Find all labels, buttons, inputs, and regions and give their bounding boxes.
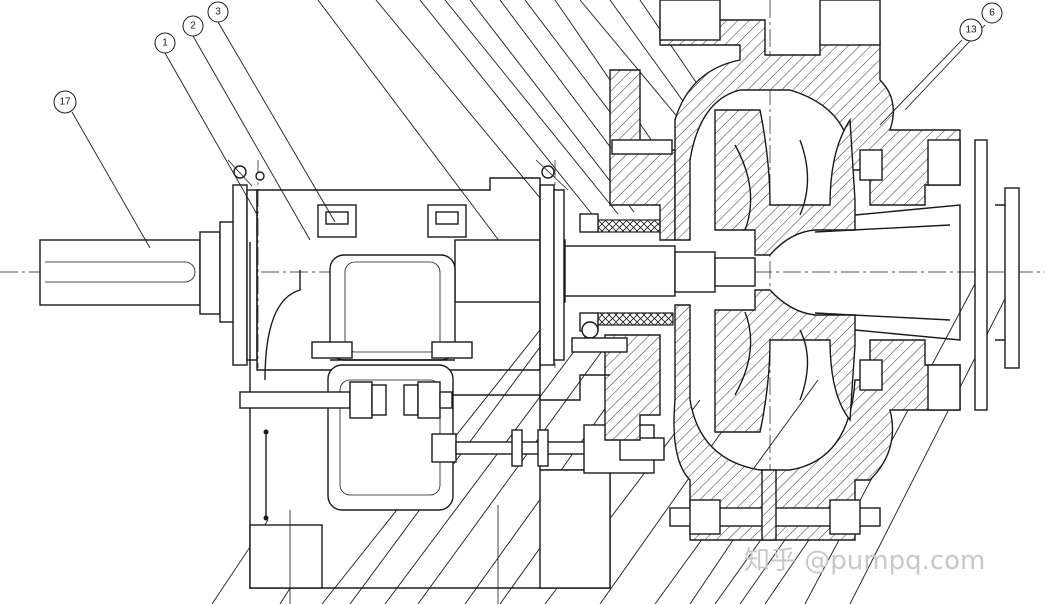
bearing-end-covers (227, 159, 569, 366)
balloon-1: 1 (154, 32, 176, 54)
adjusting-bolt (239, 381, 453, 419)
top-leader-lines (317, 0, 701, 243)
balloon-1-label: 1 (162, 38, 168, 49)
balloon-6: 6 (981, 2, 1003, 24)
balloon-callouts: 1 2 3 17 6 13 (53, 1, 1003, 249)
suction-liner (814, 139, 1020, 411)
balloon-17-label: 17 (59, 97, 71, 108)
stuffing-box-packing (539, 69, 676, 441)
bearing-housing (256, 177, 541, 381)
balloon-2-label: 2 (190, 21, 196, 32)
balloon-17: 17 (53, 90, 77, 114)
pump-casing (659, 0, 961, 541)
balloon-3-label: 3 (215, 7, 221, 18)
balloon-3: 3 (207, 1, 229, 23)
casing-bolts (669, 149, 883, 541)
impeller (714, 109, 856, 433)
balloon-13: 13 (959, 18, 983, 42)
balloon-13-label: 13 (965, 25, 977, 36)
top-bolts (311, 204, 473, 359)
watermark-text: 知乎 @pumpq.com (744, 546, 986, 576)
balloon-6-label: 6 (989, 8, 995, 19)
balloon-2: 2 (182, 15, 204, 37)
